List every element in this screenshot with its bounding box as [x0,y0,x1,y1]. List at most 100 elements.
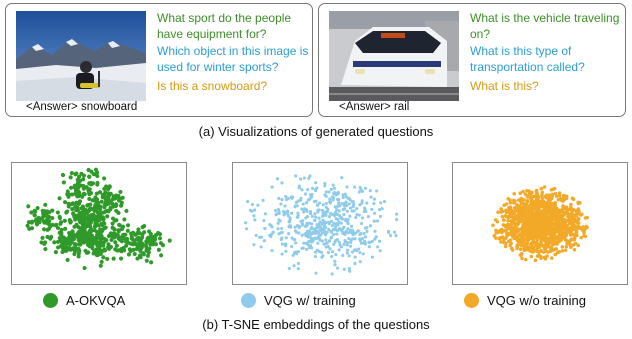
tsne-point [110,221,115,226]
tsne-point [79,206,84,211]
tsne-point [296,261,301,266]
tsne-point [508,201,513,205]
tsne-point [367,245,371,249]
tsne-point [362,241,366,245]
tsne-point [138,248,143,254]
tsne-point [317,216,321,220]
tsne-point [563,248,568,253]
tsne-point [548,238,553,242]
tsne-point [304,224,308,228]
tsne-point [103,238,108,243]
tsne-point [333,205,337,209]
tsne-point [116,229,121,234]
tsne-point [360,216,365,220]
tsne-point [525,223,529,227]
tsne-point [69,240,74,245]
tsne-point [101,210,106,215]
tsne-point [583,234,588,239]
tsne-point [315,223,319,227]
tsne-point [335,232,339,236]
tsne-point [286,210,290,214]
tsne-point [571,226,576,231]
tsne-point [503,224,508,229]
tsne-point [294,230,298,234]
legend-label: A-OKVQA [66,292,126,308]
tsne-point [571,214,575,219]
tsne-point [85,203,90,208]
tsne-point [278,219,282,223]
tsne-point [345,185,349,189]
tsne-point [554,224,559,229]
tsne-point [569,207,574,212]
tsne-point [552,230,557,235]
tsne-point [567,222,572,226]
tsne-point [564,238,568,242]
tsne-point [508,198,512,203]
tsne-point [117,222,122,227]
tsne-point [360,221,364,226]
legend-item-vqg-with-training: VQG w/ training [241,290,356,310]
example-card-snowboard: <Answer> snowboard What sport do the peo… [5,3,313,117]
tsne-point [296,211,300,215]
generated-question: What is this? [470,79,539,93]
tsne-point [263,226,267,230]
tsne-point [504,210,509,215]
tsne-point [370,239,374,243]
tsne-point [561,225,565,230]
tsne-point [502,203,506,207]
tsne-point [583,216,588,220]
tsne-point [324,245,328,249]
tsne-point [78,183,83,188]
tsne-point [311,238,315,242]
tsne-point [345,204,349,208]
tsne-point [523,219,527,224]
tsne-point [531,194,536,199]
tsne-point [122,217,127,222]
tsne-point [68,219,73,224]
tsne-point [580,212,584,217]
tsne-point [353,261,357,266]
train-photo [329,11,459,101]
tsne-point [280,181,284,185]
tsne-point [93,172,98,177]
tsne-point [70,206,75,212]
tsne-point [277,211,281,216]
tsne-point [282,213,286,217]
tsne-point [73,191,78,196]
tsne-point [97,190,103,195]
tsne-point [326,207,330,211]
tsne-point [310,195,314,199]
tsne-point [53,250,58,255]
tsne-point [521,235,525,239]
tsne-point [263,212,267,216]
tsne-point [288,216,292,220]
tsne-point [508,238,513,242]
tsne-point [348,244,353,248]
tsne-point [327,215,332,219]
tsne-point [333,210,337,215]
tsne-point [262,218,266,223]
tsne-point [499,240,503,244]
tsne-point [339,245,344,249]
tsne-point [114,203,119,208]
tsne-point [320,255,324,259]
tsne-point [354,248,358,252]
tsne-point [359,231,363,236]
tsne-point [348,214,352,218]
tsne-point [336,238,340,242]
tsne-point [118,189,123,194]
tsne-point [39,216,44,221]
tsne-point [347,196,351,201]
tsne-point [85,236,90,241]
tsne-point [368,240,372,245]
example-card-train: <Answer> rail What is the vehicle travel… [318,3,626,117]
tsne-point [313,218,317,222]
tsne-point [43,240,48,245]
tsne-point [82,227,87,232]
tsne-point [559,237,564,242]
tsne-point [368,224,373,228]
tsne-point [332,221,336,225]
tsne-point [542,208,546,212]
tsne-point [538,215,543,219]
tsne-point [82,208,87,213]
